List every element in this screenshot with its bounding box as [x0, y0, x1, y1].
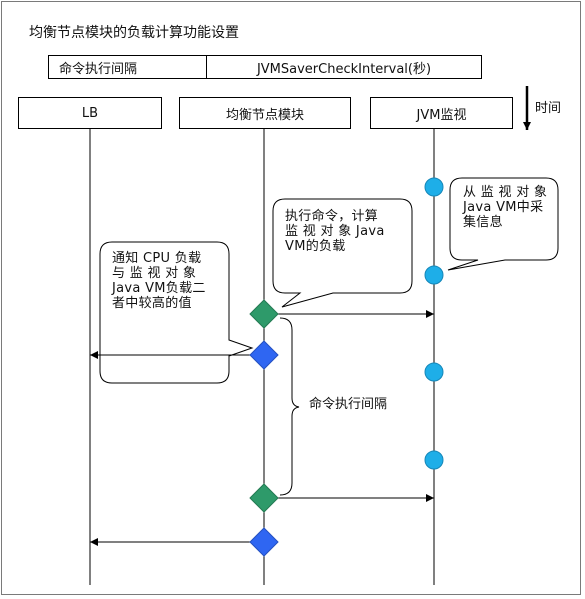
sample-circle	[424, 450, 444, 470]
notify-diamond	[249, 340, 279, 370]
calc-diamond	[249, 299, 279, 329]
callout-collect-bubble	[447, 177, 559, 271]
callout-calculate-text: 执行命令，计算 监 视 对 象 Java VM的负载	[285, 209, 385, 254]
parameter-value: JVMSaverCheckInterval(秒)	[256, 61, 432, 77]
sample-circle	[424, 362, 444, 382]
lifeline-label-lb: LB	[81, 105, 99, 121]
callout-calculate-bubble	[272, 198, 413, 308]
lifeline-header-jvm-monitor: JVM监视	[370, 97, 513, 129]
callout-notify-bubble	[99, 241, 254, 384]
sample-circle	[424, 177, 444, 197]
lifeline-label-jvm-monitor: JVM监视	[416, 107, 467, 123]
callout-collect-text: 从 监 视 对 象 Java VM中采 集信息	[463, 185, 548, 230]
parameter-name: 命令执行间隔	[49, 56, 207, 78]
interval-label: 命令执行间隔	[309, 397, 388, 412]
parameter-table: 命令执行间隔 JVMSaverCheckInterval(秒)	[48, 55, 482, 79]
lifeline-header-balance-node: 均衡节点模块	[179, 97, 351, 129]
notify-diamond	[249, 527, 279, 557]
lifeline-label-balance-node: 均衡节点模块	[225, 107, 304, 123]
interval-brace	[279, 317, 300, 496]
calc-diamond	[249, 483, 279, 513]
diagram-title: 均衡节点模块的负载计算功能设置	[29, 25, 239, 41]
sample-circle	[424, 265, 444, 285]
time-axis-label: 时间	[535, 101, 562, 116]
lifeline-header-lb: LB	[18, 97, 162, 129]
callout-notify-text: 通知 CPU 负载 与 监 视 对 象 Java VM负载二 者中较高的值	[112, 251, 206, 311]
